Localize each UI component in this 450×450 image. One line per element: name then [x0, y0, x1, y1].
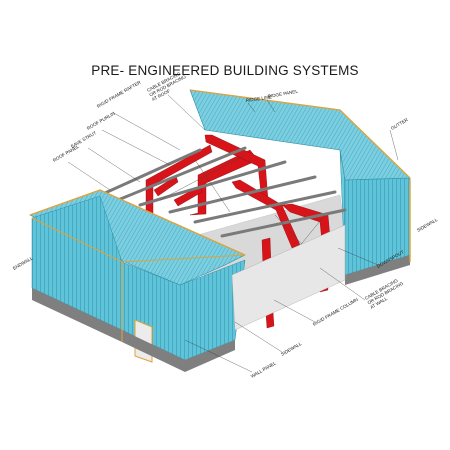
right-base [345, 255, 410, 285]
front-ridge-trim [29, 189, 246, 256]
label-roof-panel: ROOF PANEL [52, 144, 80, 163]
label-wall-panel: WALL PANEL [250, 360, 277, 379]
label-ridge-line: RIDGE LINE [245, 94, 271, 103]
label-rigid-frame-rafter: RIGID FRAME RAFTER [96, 79, 142, 109]
label-gutter: GUTTER [390, 117, 409, 131]
label-sidewall: SIDEWALL [280, 341, 303, 357]
label-cable-bracing-roof: CABLE BRACING OR ROD BRACING AT ROOF [146, 69, 190, 102]
label-rigid-frame-column: RIGID FRAME COLUMN [312, 297, 359, 327]
label-cable-bracing-wall: CABLE BRACING OR ROD BRACING AT WALL [364, 276, 408, 310]
label-roof-purlin: ROOF PURLIN [86, 111, 116, 131]
label-ridge-panel: RIDGE PANEL [267, 89, 298, 99]
leader-lines [67, 94, 399, 373]
open-bay [231, 224, 346, 331]
label-sidewall-right: SIDEWALL [416, 217, 439, 233]
ridge-trim [189, 89, 411, 179]
rigid-frames [137, 134, 333, 329]
label-endwall: ENDWALL [12, 255, 34, 271]
diagram-title: PRE- ENGINEERED BUILDING SYSTEMS [91, 63, 359, 78]
